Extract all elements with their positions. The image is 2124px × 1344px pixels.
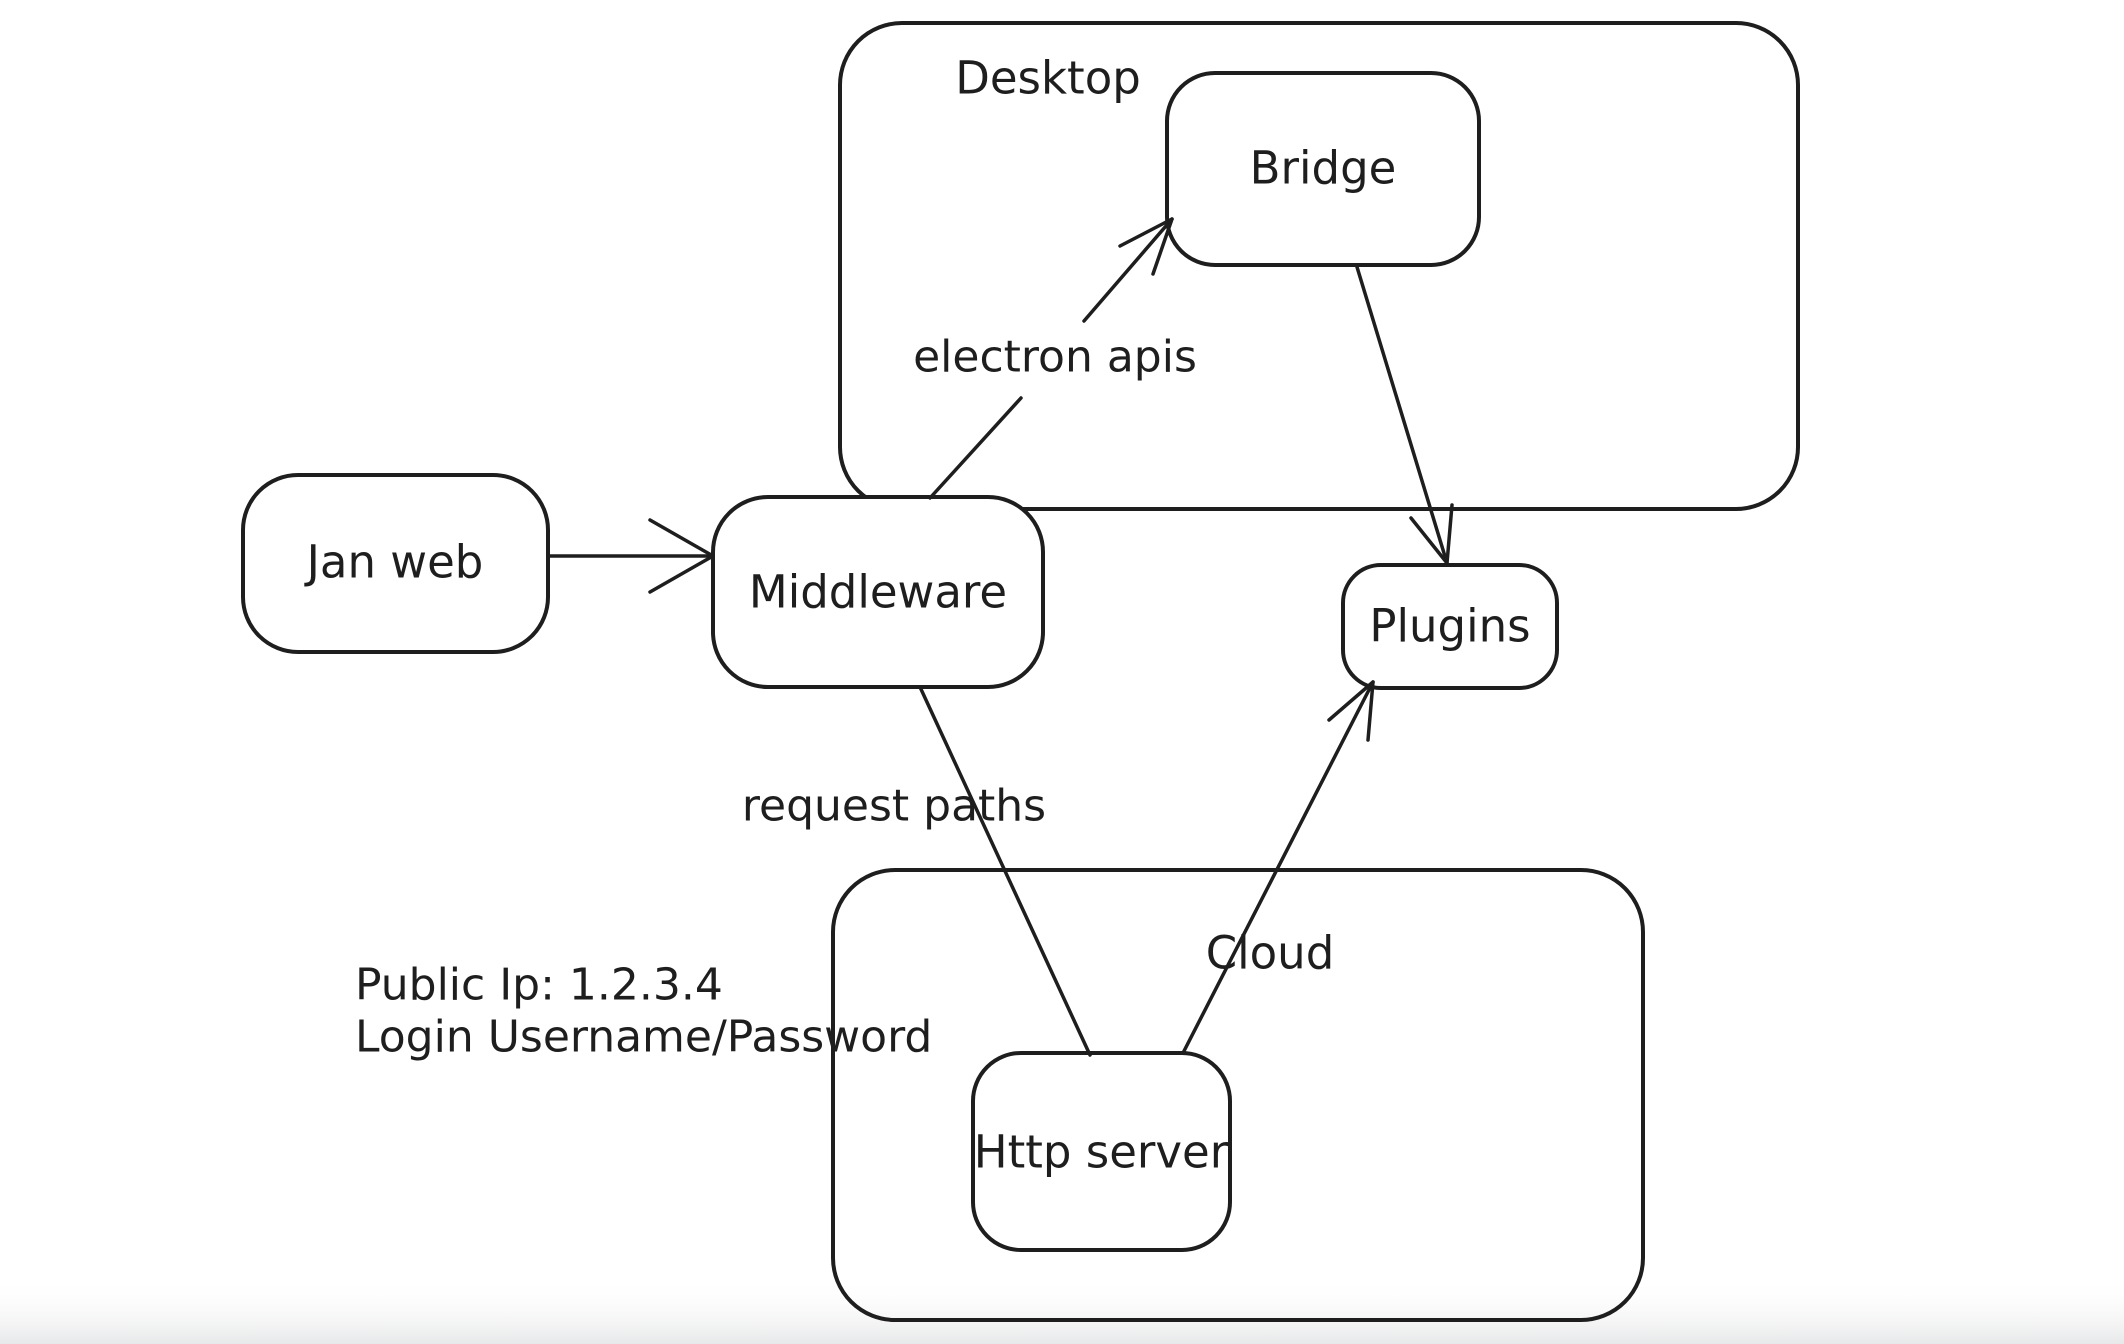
- jan-web-node[interactable]: [241, 473, 550, 654]
- edge-bridge-to-plugins[interactable]: [1355, 265, 1454, 565]
- jan-web-label: Jan web: [304, 536, 484, 589]
- desktop-container[interactable]: [838, 21, 1800, 511]
- labels-layer: Desktop Cloud Jan web Middleware Bridge …: [304, 52, 1531, 1179]
- login-credentials-annotation: Login Username/Password: [355, 1012, 932, 1063]
- middleware-label: Middleware: [749, 566, 1007, 619]
- request-paths-edge-label: request paths: [742, 781, 1046, 832]
- edge-janweb-to-middleware[interactable]: [546, 518, 715, 594]
- arrowhead-icon: [1327, 680, 1375, 742]
- edge-middleware-to-httpserver[interactable]: [918, 685, 1092, 1057]
- shapes-layer: [241, 21, 1800, 1322]
- bridge-label: Bridge: [1250, 142, 1397, 195]
- plugins-node[interactable]: [1341, 563, 1559, 690]
- http-server-label: Http server: [974, 1126, 1229, 1179]
- arrowhead-icon: [1409, 503, 1454, 565]
- arrowhead-icon: [1118, 217, 1174, 276]
- bottom-edge-gradient: [0, 1278, 2124, 1344]
- http-server-node[interactable]: [971, 1051, 1232, 1252]
- middleware-node[interactable]: [711, 495, 1045, 689]
- edge-line[interactable]: [1082, 217, 1174, 323]
- plugins-label: Plugins: [1369, 600, 1530, 653]
- edge-line[interactable]: [928, 396, 1023, 500]
- edge-line[interactable]: [1355, 265, 1449, 565]
- edge-middleware-to-bridge[interactable]: [928, 217, 1174, 500]
- public-ip-annotation: Public Ip: 1.2.3.4: [355, 960, 723, 1011]
- bridge-node[interactable]: [1165, 71, 1481, 267]
- edge-httpserver-to-plugins[interactable]: [1181, 680, 1375, 1055]
- cloud-label: Cloud: [1206, 927, 1335, 980]
- edge-line[interactable]: [1181, 680, 1375, 1055]
- edge-line[interactable]: [918, 685, 1092, 1057]
- arrowhead-icon: [648, 518, 715, 594]
- desktop-label: Desktop: [955, 52, 1141, 105]
- electron-apis-edge-label: electron apis: [913, 332, 1197, 383]
- cloud-container[interactable]: [831, 868, 1645, 1322]
